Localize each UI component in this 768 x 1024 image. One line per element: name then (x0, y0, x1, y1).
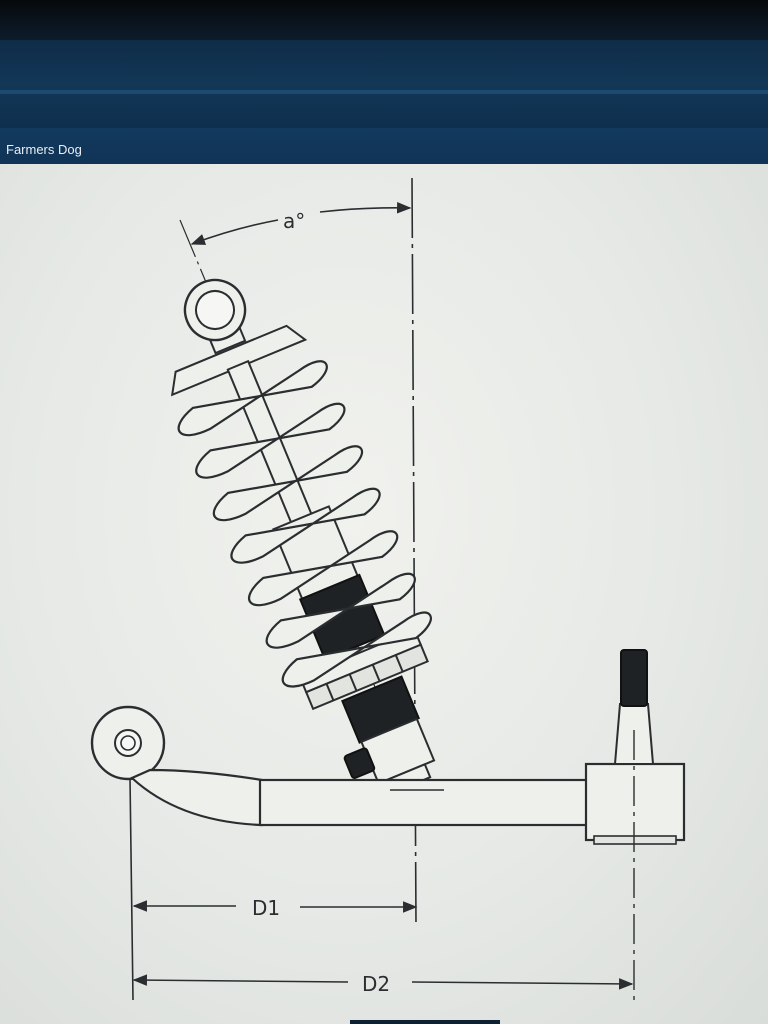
reservoir-knob (343, 747, 376, 779)
arm-curve (130, 768, 264, 827)
angle-label: a° (283, 209, 305, 233)
taskbar-edge (350, 1020, 500, 1024)
pivot-bushing (114, 729, 142, 757)
screen-bezel (0, 0, 768, 40)
spring-adjuster-collar (298, 628, 429, 711)
dimension-d2: D2 (132, 972, 634, 996)
d2-label: D2 (362, 972, 390, 996)
dimension-d1: D1 (132, 896, 418, 920)
window-title-bar: Farmers Dog (0, 128, 768, 164)
ball-joint-stud (620, 649, 648, 707)
d1-label: D1 (252, 896, 280, 920)
ball-joint-base (593, 835, 677, 845)
coilover-shock (170, 278, 438, 794)
arm-tube (258, 778, 592, 827)
control-arm (90, 649, 686, 1000)
angle-dimension: a° (190, 201, 412, 245)
header-divider (0, 90, 768, 94)
ball-joint-housing (584, 762, 686, 842)
window-title: Farmers Dog (6, 142, 82, 157)
app-header (0, 40, 768, 128)
pivot-extension-line (129, 777, 134, 1001)
coil-spring (177, 360, 438, 693)
top-spring-perch (170, 324, 308, 397)
top-eye-mount (183, 278, 247, 355)
